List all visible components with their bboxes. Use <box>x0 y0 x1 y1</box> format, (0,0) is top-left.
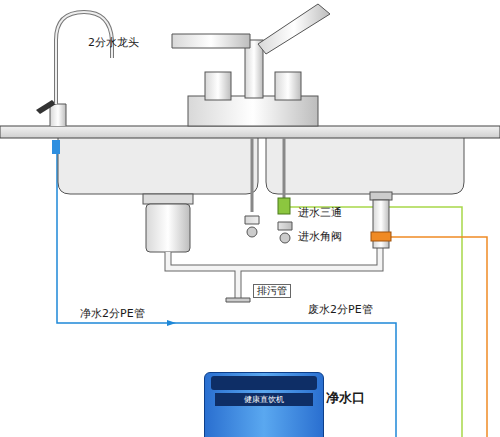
left-basin <box>58 138 258 194</box>
inlet-tee <box>278 198 290 214</box>
mixer-spout <box>172 34 250 48</box>
drain-clamp <box>371 232 391 241</box>
panel-band <box>211 376 317 390</box>
flow-arrow <box>167 320 176 326</box>
pipe-label: 排污管 <box>253 284 291 298</box>
part-label: 进水角阀 <box>298 230 342 243</box>
drain-strainer <box>370 192 392 200</box>
drain-pipe <box>168 246 380 298</box>
drain-outlet <box>226 298 250 302</box>
waste-pipe <box>388 237 487 437</box>
purifier-unit: 健康直饮机 <box>204 372 324 437</box>
faucet-stem <box>52 140 60 154</box>
disposal <box>143 194 193 204</box>
mixer-handle <box>205 72 231 100</box>
device-name: 健康直饮机 <box>215 393 313 406</box>
part-label: 进水三通 <box>298 206 342 219</box>
angle-valve <box>247 227 257 237</box>
faucet-label: 2分水龙头 <box>88 36 139 49</box>
faucet-gooseneck <box>56 12 112 104</box>
faucet-gooseneck <box>56 12 112 104</box>
mixer-handle <box>275 72 301 100</box>
faucet-lever <box>36 100 56 114</box>
angle-valve <box>280 233 290 243</box>
drain-pipe <box>168 246 380 298</box>
mixer-body <box>245 40 263 98</box>
mixer-lever <box>258 4 330 54</box>
right-basin <box>266 138 464 194</box>
pipe-label: 废水2分PE管 <box>308 303 373 316</box>
port-label: 净水口 <box>326 390 365 406</box>
pipe-label: 净水2分PE管 <box>80 307 145 320</box>
countertop <box>0 126 500 138</box>
disposal <box>146 204 190 252</box>
faucet-base <box>50 104 66 126</box>
